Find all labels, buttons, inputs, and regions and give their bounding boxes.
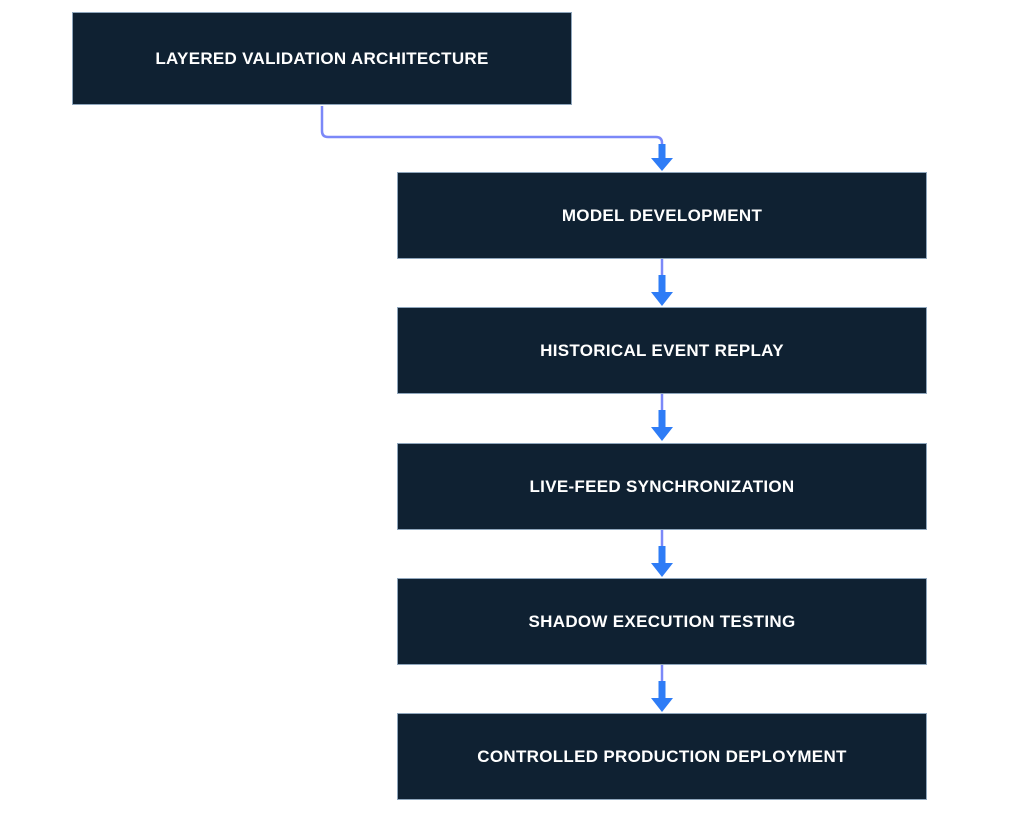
flow-node-step-3-label: LIVE-FEED SYNCHRONIZATION — [529, 476, 795, 496]
flow-node-root: LAYERED VALIDATION ARCHITECTURE — [72, 12, 572, 105]
elbow-connector-root-to-step1 — [320, 106, 673, 171]
connector-step3-to-step4 — [651, 530, 673, 577]
arrow-down-icon — [651, 144, 673, 171]
connector-step4-to-step5 — [651, 665, 673, 712]
connector-step1-to-step2 — [651, 259, 673, 306]
arrow-down-icon — [651, 275, 673, 306]
flow-node-root-label: LAYERED VALIDATION ARCHITECTURE — [155, 48, 489, 68]
flow-node-step-2-label: HISTORICAL EVENT REPLAY — [540, 340, 784, 360]
flow-node-step-5-label: CONTROLLED PRODUCTION DEPLOYMENT — [477, 746, 847, 766]
arrow-down-icon — [651, 410, 673, 441]
flow-node-step-1: MODEL DEVELOPMENT — [397, 172, 927, 259]
flow-node-step-1-label: MODEL DEVELOPMENT — [561, 205, 763, 225]
flow-node-step-4: SHADOW EXECUTION TESTING — [397, 578, 927, 665]
connector-step2-to-step3 — [651, 394, 673, 441]
flow-node-step-2: HISTORICAL EVENT REPLAY — [397, 307, 927, 394]
elbow-line — [320, 106, 664, 148]
flow-node-step-3: LIVE-FEED SYNCHRONIZATION — [397, 443, 927, 530]
flow-node-step-5: CONTROLLED PRODUCTION DEPLOYMENT — [397, 713, 927, 800]
arrow-down-icon — [651, 681, 673, 712]
arrow-down-icon — [651, 546, 673, 577]
flow-node-step-4-label: SHADOW EXECUTION TESTING — [528, 611, 796, 631]
